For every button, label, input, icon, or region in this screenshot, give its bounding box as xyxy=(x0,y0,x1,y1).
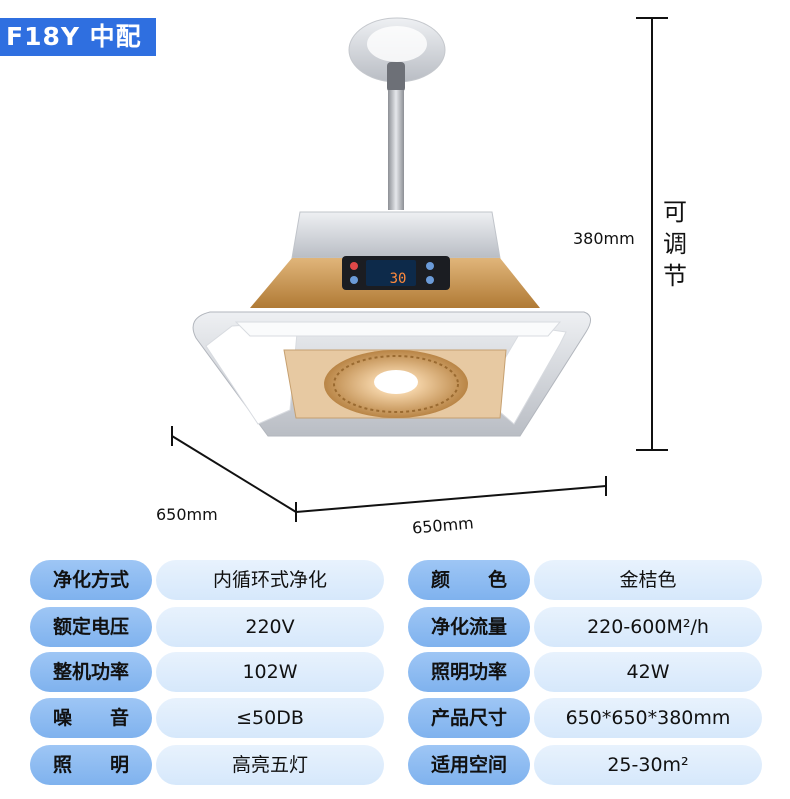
fan-icon xyxy=(324,350,468,418)
spec-value: 220-600M²/h xyxy=(534,607,762,647)
spec-value: ≤50DB xyxy=(156,698,384,738)
spec-key: 颜 色 xyxy=(408,560,530,600)
spec-key: 噪 音 xyxy=(30,698,152,738)
spec-value: 220V xyxy=(156,607,384,647)
ceiling-mount xyxy=(348,17,446,83)
spec-key: 照 明 xyxy=(30,745,152,785)
telescopic-rod xyxy=(387,62,405,210)
height-dimension-line xyxy=(636,17,668,451)
spec-value: 102W xyxy=(156,652,384,692)
spec-key: 产品尺寸 xyxy=(408,698,530,738)
spec-key: 额定电压 xyxy=(30,607,152,647)
spec-key: 净化流量 xyxy=(408,607,530,647)
model-badge: F18Y 中配 xyxy=(0,18,156,56)
spec-value: 高亮五灯 xyxy=(156,745,384,785)
spec-key: 净化方式 xyxy=(30,560,152,600)
spec-value: 内循环式净化 xyxy=(156,560,384,600)
note-char: 可 xyxy=(663,198,687,226)
control-display: 30 xyxy=(342,256,450,290)
depth-label: 650mm xyxy=(156,505,218,524)
spec-value: 金桔色 xyxy=(534,560,762,600)
display-reading: 30 xyxy=(390,271,407,287)
note-char: 节 xyxy=(663,262,687,290)
spec-value: 650*650*380mm xyxy=(534,698,762,738)
spec-value: 42W xyxy=(534,652,762,692)
height-adjustable-note: 可 调 节 xyxy=(660,196,690,292)
spec-key: 照明功率 xyxy=(408,652,530,692)
product-illustration: 30 xyxy=(171,17,668,522)
spec-value: 25-30m² xyxy=(534,745,762,785)
spec-key: 适用空间 xyxy=(408,745,530,785)
spec-key: 整机功率 xyxy=(30,652,152,692)
width-dimension-line xyxy=(295,476,607,513)
height-label: 380mm xyxy=(573,229,635,248)
note-char: 调 xyxy=(663,230,687,258)
